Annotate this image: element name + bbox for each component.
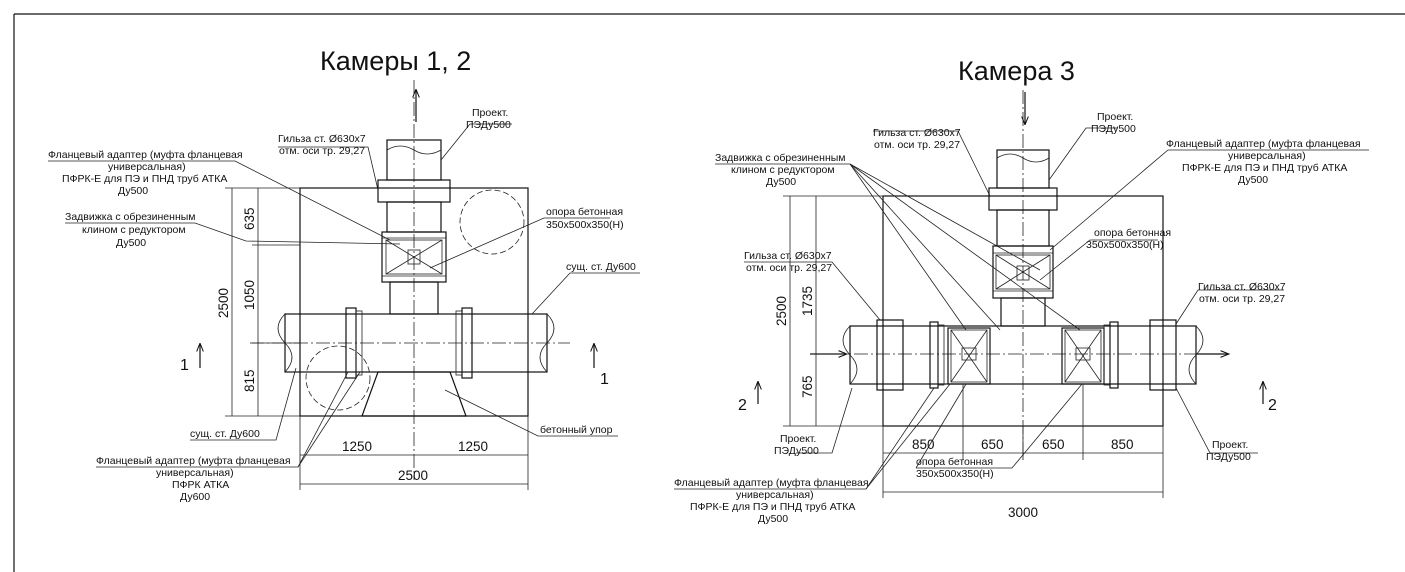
- label-pipe-left: сущ. ст. Ду600: [190, 428, 260, 440]
- label-pipe-right: сущ. ст. Ду600: [566, 261, 636, 273]
- label-flange-bottom: Фланцевый адаптер (муфта фланцевая униве…: [96, 455, 293, 503]
- label3-flange-top: Фланцевый адаптер (муфта фланцевая униве…: [1166, 138, 1363, 186]
- section-mark-2-left: 2: [738, 397, 747, 414]
- dashed-circle-top: [459, 189, 525, 255]
- label-valve: Задвижка с обрезиненным клином с редукто…: [65, 211, 198, 249]
- label3-support-top: опора бетонная 350х500х350(Н): [1086, 227, 1174, 251]
- label-flange-top: Фланцевый адаптер (муфта фланцевая униве…: [48, 149, 245, 197]
- valve-3-left: [947, 327, 991, 385]
- label3-valve: Задвижка с обрезиненным клином с редукто…: [715, 152, 848, 188]
- camera-3-title: Камера 3: [958, 56, 1075, 86]
- dim3-h-850-right: 850: [1111, 437, 1134, 452]
- dim3-v-total-label: 2500: [774, 296, 789, 326]
- label3-project-right: Проект. ПЭДу500: [1206, 439, 1251, 463]
- sleeve-left-3: [876, 319, 904, 391]
- camera-3-leaders: [674, 127, 1369, 490]
- dim-v-815: 815: [242, 369, 257, 392]
- cameras-12-drawing: Камеры 1, 2: [48, 46, 640, 503]
- camera-3-drawing: Камера 3: [674, 56, 1369, 525]
- dashed-circle-bottom: [305, 345, 371, 411]
- cameras-12-title: Камеры 1, 2: [320, 46, 471, 76]
- sleeve-right-3: [1149, 319, 1177, 391]
- dim-v-1050: 1050: [242, 280, 257, 310]
- label-sleeve: Гильза ст. Ø630х7 отм. оси тр. 29,27: [278, 133, 369, 157]
- dim3-v-1735: 1735: [800, 286, 815, 316]
- label3-project-left: Проект. ПЭДу500: [774, 433, 819, 457]
- dim3-v-765: 765: [800, 375, 815, 398]
- label3-flange-bottom: Фланцевый адаптер (муфта фланцевая униве…: [674, 477, 871, 525]
- dim-h-1250-right: 1250: [458, 439, 488, 454]
- dim-v-total-label: 2500: [216, 288, 231, 318]
- section-mark-1-right: 1: [600, 371, 609, 388]
- section-mark-2-right: 2: [1268, 397, 1277, 414]
- concrete-stop: [361, 371, 467, 417]
- label3-sleeve-top: Гильза ст. Ø630х7 отм. оси тр. 29,27: [873, 127, 964, 151]
- dim3-h-850-left: 850: [912, 437, 935, 452]
- section-mark-1-left: 1: [180, 357, 189, 374]
- label-support: опора бетонная 350х500х350(Н): [546, 206, 626, 231]
- sheet-frame: [13, 13, 1405, 572]
- dim3-h-650-left: 650: [981, 437, 1004, 452]
- dim3-h-650-right: 650: [1042, 437, 1065, 452]
- dim-h-2500: 2500: [398, 468, 428, 483]
- label-project-top: Проект. ПЭДу500: [466, 107, 511, 131]
- label3-sleeve-right: Гильза ст. Ø630х7 отм. оси тр. 29,27: [1198, 281, 1289, 305]
- dim3-h-3000: 3000: [1008, 505, 1038, 520]
- dim-h-1250-left: 1250: [342, 439, 372, 454]
- cameras-12-leaders: [48, 123, 640, 468]
- label3-sleeve-left: Гильза ст. Ø630х7 отм. оси тр. 29,27: [744, 250, 835, 274]
- label3-project-top: Проект. ПЭДу500: [1091, 111, 1136, 135]
- label3-support-bottom: опора бетонная 350х500х350(Н): [916, 456, 996, 480]
- label-concrete-stop: бетонный упор: [540, 424, 613, 436]
- dim-v-635: 635: [242, 207, 257, 230]
